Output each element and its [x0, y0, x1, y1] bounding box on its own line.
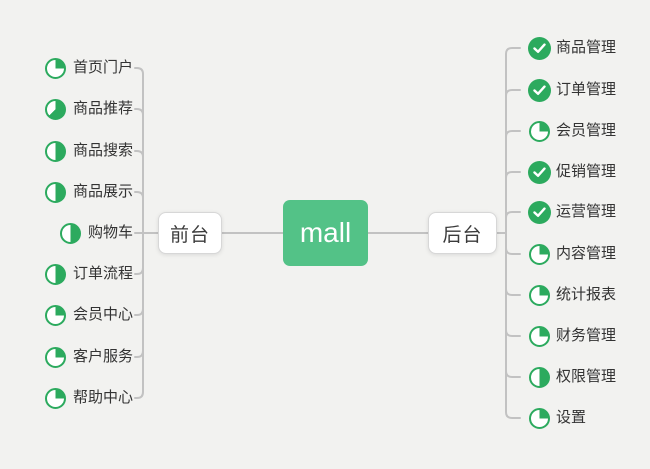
mindmap-node-right-1[interactable]: 订单管理: [527, 78, 616, 102]
node-label: 商品推荐: [72, 100, 133, 117]
node-label: 会员管理: [556, 122, 617, 139]
pie-progress-icon: [44, 180, 68, 204]
branch-node-label: 后台: [442, 224, 483, 246]
pie-progress-icon: [527, 242, 551, 266]
pie-progress-icon: [44, 303, 68, 327]
mindmap-node-right-7[interactable]: 财务管理: [527, 324, 616, 348]
check-icon: [527, 160, 551, 184]
mindmap-node-right-8[interactable]: 权限管理: [527, 365, 616, 389]
mindmap-node-left-5[interactable]: 订单流程: [44, 262, 133, 286]
mindmap-node-left-2[interactable]: 商品搜索: [44, 139, 133, 163]
node-label: 促销管理: [556, 163, 617, 180]
mindmap-node-right-6[interactable]: 统计报表: [527, 283, 616, 307]
mindmap-node-left-3[interactable]: 商品展示: [44, 180, 133, 204]
pie-progress-icon: [527, 324, 551, 348]
pie-progress-icon: [59, 221, 83, 245]
mindmap-node-left-8[interactable]: 帮助中心: [44, 386, 133, 410]
branch-node-label: 前台: [169, 224, 210, 246]
mindmap-node-right-0[interactable]: 商品管理: [527, 36, 616, 60]
mindmap-node-left-1[interactable]: 商品推荐: [44, 97, 133, 121]
node-label: 订单流程: [72, 265, 133, 282]
node-label: 购物车: [87, 224, 133, 241]
pie-progress-icon: [527, 406, 551, 430]
root-node-label: mall: [299, 217, 352, 248]
mindmap-node-right-3[interactable]: 促销管理: [527, 160, 616, 184]
root-node-mall[interactable]: mall: [283, 200, 368, 266]
pie-progress-icon: [44, 139, 68, 163]
mindmap-node-left-6[interactable]: 会员中心: [44, 303, 133, 327]
node-label: 统计报表: [556, 286, 617, 303]
mindmap-node-right-5[interactable]: 内容管理: [527, 242, 616, 266]
mindmap-node-left-0[interactable]: 首页门户: [44, 56, 133, 80]
pie-progress-icon: [44, 345, 68, 369]
mindmap-node-left-7[interactable]: 客户服务: [44, 345, 133, 369]
node-label: 商品管理: [556, 39, 617, 56]
node-label: 设置: [556, 409, 587, 426]
pie-progress-icon: [44, 262, 68, 286]
pie-progress-icon: [44, 56, 68, 80]
node-label: 商品搜索: [72, 142, 133, 159]
pie-progress-icon: [527, 283, 551, 307]
mindmap-node-right-4[interactable]: 运营管理: [527, 200, 616, 224]
mindmap-node-left-4[interactable]: 购物车: [59, 221, 133, 245]
pie-progress-icon: [44, 97, 68, 121]
pie-progress-icon: [44, 386, 68, 410]
node-label: 首页门户: [72, 59, 133, 76]
mindmap-node-right-2[interactable]: 会员管理: [527, 119, 616, 143]
node-label: 订单管理: [556, 81, 617, 98]
mindmap-node-right-9[interactable]: 设置: [527, 406, 586, 430]
node-label: 客户服务: [72, 348, 133, 365]
node-label: 财务管理: [556, 327, 617, 344]
node-label: 内容管理: [556, 245, 617, 262]
node-label: 商品展示: [72, 183, 133, 200]
node-label: 权限管理: [556, 368, 617, 385]
node-label: 运营管理: [556, 203, 617, 220]
branch-node-frontend[interactable]: 前台: [158, 212, 222, 254]
check-icon: [527, 78, 551, 102]
node-label: 帮助中心: [72, 389, 133, 406]
node-label: 会员中心: [72, 306, 133, 323]
pie-progress-icon: [527, 365, 551, 389]
check-icon: [527, 200, 551, 224]
pie-progress-icon: [527, 119, 551, 143]
check-icon: [527, 36, 551, 60]
branch-node-backend[interactable]: 后台: [428, 212, 497, 254]
